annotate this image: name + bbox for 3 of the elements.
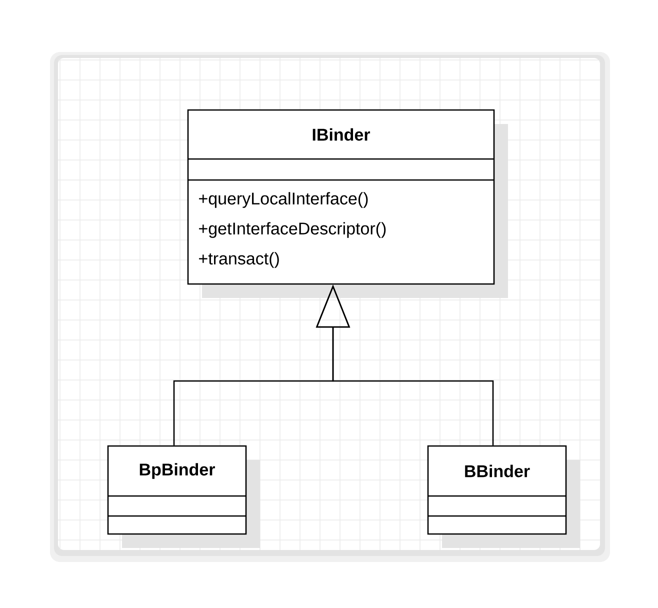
class-box: IBinder +queryLocalInterface() +getInterfaceDescriptor() +transact() — [187, 109, 508, 298]
class-box: BBinder — [427, 445, 580, 548]
class-box: BpBinder — [107, 445, 260, 548]
